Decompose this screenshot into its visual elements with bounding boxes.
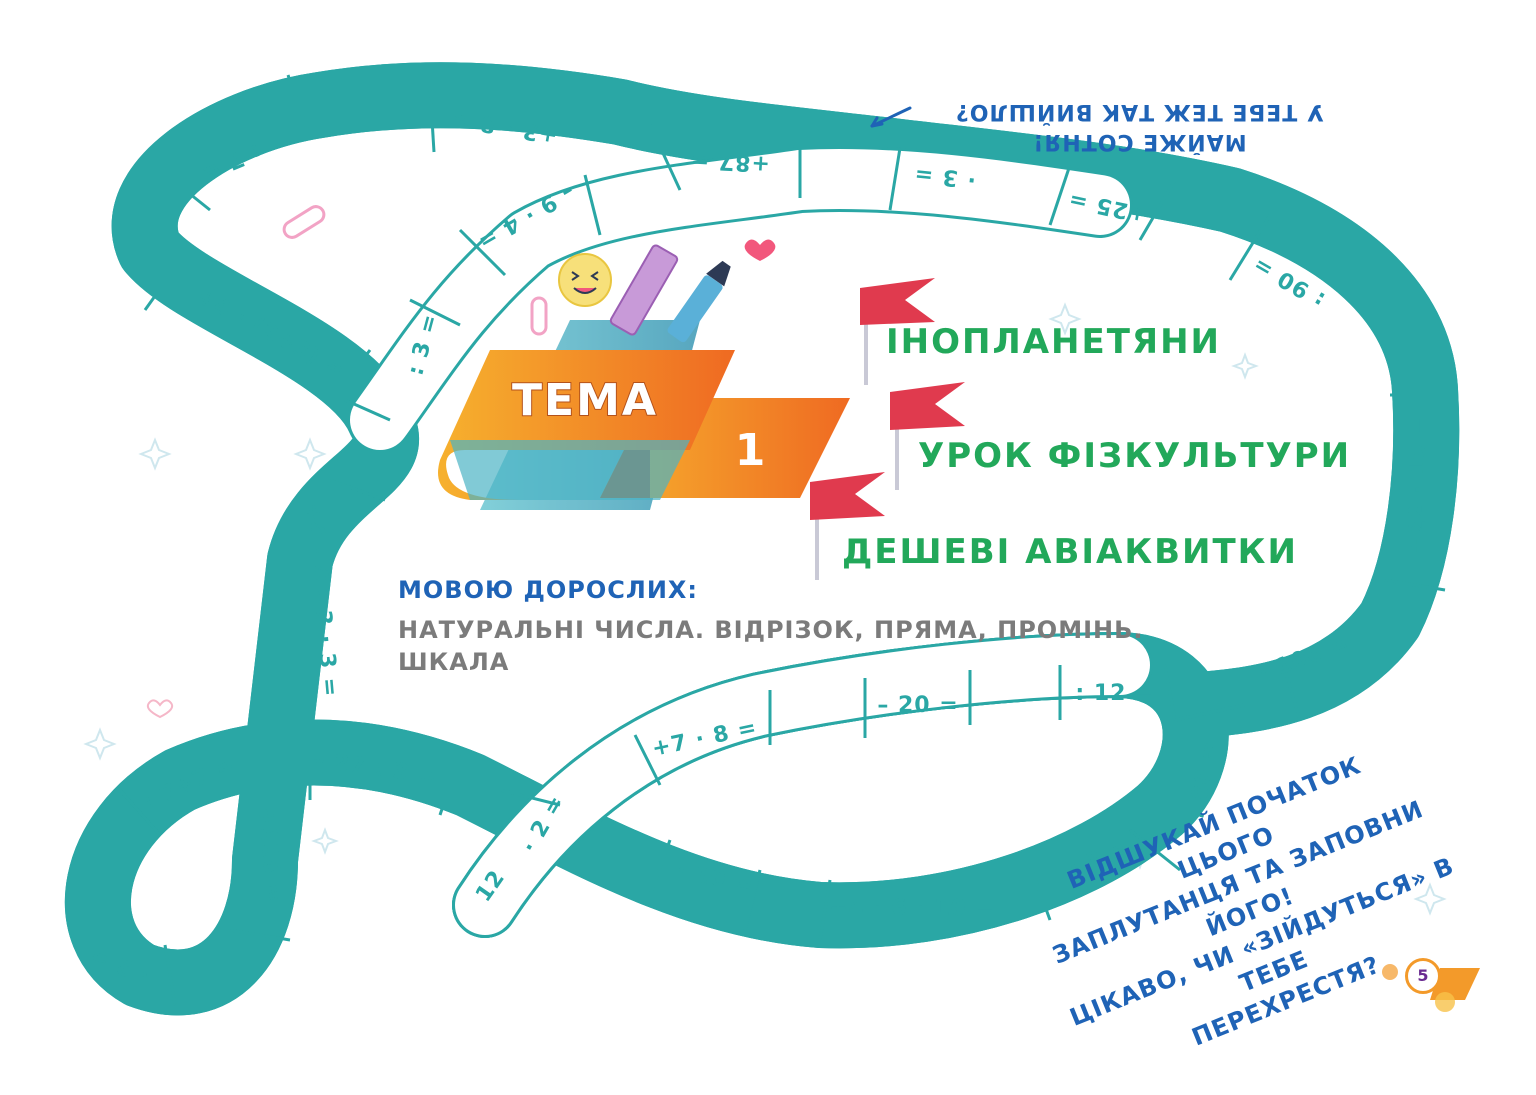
sparkle-icon <box>83 302 1447 916</box>
page-badge <box>1382 964 1480 1012</box>
flag-icon <box>890 382 965 490</box>
heart-icon <box>146 699 174 719</box>
ruler-icon <box>609 244 679 336</box>
top-note-line2: У ТЕБЕ ТЕЖ ТАК ВИЙШЛО? <box>955 99 1324 124</box>
page-number: 5 <box>1405 958 1441 994</box>
topic-ribbon: ТЕМА 1 <box>438 244 850 510</box>
path-cell[interactable]: +22 · 10 = <box>1406 415 1431 554</box>
cell-dividers <box>118 74 1455 1006</box>
marker-icon <box>667 260 731 343</box>
adult-language-line2: ШКАЛА <box>398 648 510 676</box>
smiley-icon <box>558 253 612 307</box>
paperclip-icon <box>282 205 326 239</box>
adult-language-line1: НАТУРАЛЬНІ ЧИСЛА. ВІДРІЗОК, ПРЯМА, ПРОМІ… <box>398 616 1144 644</box>
path-cell[interactable]: +4 · 6 · 10 = <box>829 896 995 921</box>
flag-icon <box>810 472 885 580</box>
topic-item-2: УРОК ФІЗКУЛЬТУРИ <box>918 436 1352 476</box>
heart-icon <box>744 239 776 261</box>
top-note: МАЙЖЕ СОТНЯ! У ТЕБЕ ТЕЖ ТАК ВИЙШЛО? <box>955 96 1324 156</box>
topic-label: ТЕМА <box>512 375 658 426</box>
top-note-line1: МАЙЖЕ СОТНЯ! <box>1032 129 1247 154</box>
adult-language-desc: НАТУРАЛЬНІ ЧИСЛА. ВІДРІЗОК, ПРЯМА, ПРОМІ… <box>398 614 1198 678</box>
topic-item-1: ІНОПЛАНЕТЯНИ <box>886 322 1221 362</box>
topic-item-3: ДЕШЕВІ АВІАКВИТКИ <box>842 532 1298 572</box>
arrow-icon <box>870 106 912 128</box>
flag-icon <box>860 278 935 385</box>
paperclip-icon <box>530 296 548 336</box>
topic-number: 1 <box>735 425 766 476</box>
path-cell[interactable]: – 20 = <box>877 693 958 718</box>
adult-language-title: МОВОЮ ДОРОСЛИХ: <box>398 576 699 604</box>
path-cell[interactable]: +87 = <box>689 147 770 176</box>
path-cell[interactable]: : 12 = <box>1075 681 1154 706</box>
